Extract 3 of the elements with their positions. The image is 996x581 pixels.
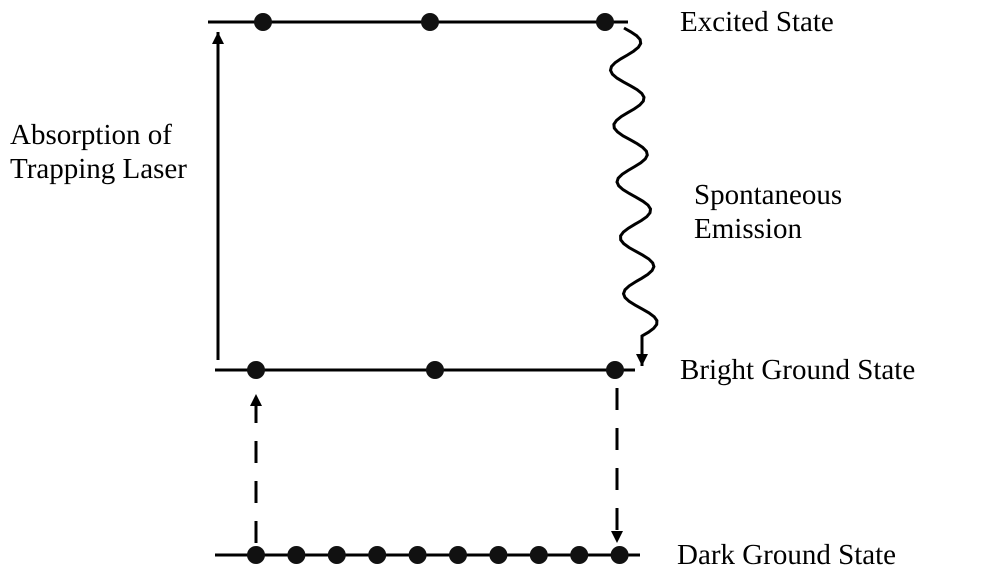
level-label: Bright Ground State xyxy=(680,353,916,387)
level-label: Dark Ground State xyxy=(677,538,896,572)
level-label: Excited State xyxy=(680,5,834,39)
